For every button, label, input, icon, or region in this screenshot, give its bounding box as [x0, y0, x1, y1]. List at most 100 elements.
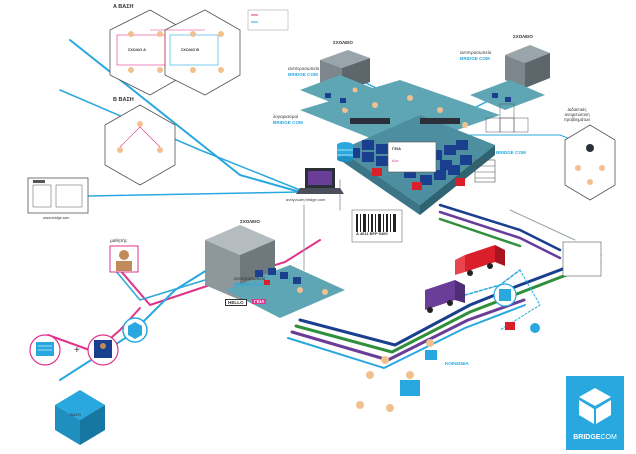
blue-package-circle — [122, 317, 148, 343]
route-band-blue — [287, 304, 526, 369]
person-icon — [218, 67, 224, 73]
crate — [362, 152, 374, 162]
desk — [350, 118, 390, 124]
crate — [376, 156, 388, 166]
building-roof — [505, 45, 550, 63]
route-band-right — [438, 203, 562, 252]
document-right — [562, 241, 602, 277]
database-icon — [337, 142, 353, 162]
red-box — [412, 182, 422, 190]
school-a-box — [116, 34, 166, 66]
route-line-dashed — [499, 269, 541, 331]
label-school-a: ΣΧΟΛΙΟ Α — [128, 48, 146, 52]
body — [425, 350, 437, 360]
label-barcode: A 4611 BFP 5400 — [356, 231, 388, 236]
label-exit-left: ΣΧΟΛΕΙΟ — [240, 219, 260, 224]
label-website-link: ανάγνωση bridge.com — [286, 197, 326, 202]
label-geia: ΓΕΙΑ — [252, 299, 267, 304]
person-icon — [407, 95, 413, 101]
person-icon — [426, 339, 434, 347]
person-icon — [381, 356, 389, 364]
label-exit-top: ΣΧΟΛΕΙΟ — [333, 40, 353, 45]
teacher-avatar — [87, 334, 119, 366]
building-front — [505, 55, 525, 88]
hexagon-b — [104, 104, 176, 186]
school-building-left — [205, 225, 345, 318]
exit-building-right — [470, 45, 550, 110]
label-b-vasi: B ΒΑΣΗ — [113, 97, 134, 103]
red-box — [455, 178, 465, 186]
van-icon — [425, 280, 465, 313]
antiprosopeio-text: αντιπροσωπείο — [234, 276, 266, 281]
route-band-green — [294, 260, 602, 354]
red-box — [264, 280, 270, 285]
person-icon — [356, 401, 364, 409]
route-line-blue-left — [87, 191, 301, 197]
bridgecom-text: BRIDGE COM — [288, 71, 318, 77]
route-band-navy — [298, 253, 602, 347]
person-icon — [117, 147, 123, 153]
person-icon — [128, 31, 134, 37]
person-icon — [372, 102, 378, 108]
logo-com-text: COM — [600, 434, 617, 441]
logariasmos-text: λογαριασμοί — [273, 114, 299, 119]
crate — [492, 93, 498, 98]
person-icon — [128, 67, 134, 73]
bridgecom-text: BRIDGE COM — [460, 55, 490, 61]
crate — [325, 93, 331, 98]
person-icon — [190, 67, 196, 73]
crate — [404, 168, 416, 178]
person-icon — [297, 287, 303, 293]
person-icon — [386, 404, 394, 412]
label-school-b: ΣΧΟΛΙΟ Β — [181, 48, 199, 52]
crate — [460, 155, 472, 165]
label-koinonia: ΚΟΙΝΩΝΙΑ — [445, 362, 469, 367]
legend-box — [247, 9, 289, 31]
building-roof — [320, 50, 370, 68]
antiprosopeio-text: αντιπροσωπείο — [288, 66, 320, 71]
crate — [340, 98, 346, 103]
body — [400, 380, 420, 396]
screen-board — [387, 141, 437, 173]
label-didaktikes: Διδακτικές αντιμετώπιση προβλημάτων — [564, 107, 590, 123]
antiprosopeio-text: αντιπροσωπείο — [460, 50, 492, 55]
website-block — [32, 184, 52, 208]
crate — [505, 97, 511, 102]
label-antiprosopeio-2: αντιπροσωπείο BRIDGE COM — [460, 50, 491, 61]
person-icon — [157, 147, 163, 153]
crate — [255, 270, 263, 277]
person-icon — [322, 289, 328, 295]
person-icon — [157, 31, 163, 37]
didaktikes-text: Διδακτικές — [567, 107, 587, 112]
truck-icon — [455, 245, 505, 276]
crate — [268, 268, 276, 275]
bridgecom-text: BRIDGE COM — [234, 281, 264, 287]
building-front — [205, 240, 240, 300]
warehouse-front — [340, 150, 420, 215]
label-hello: HELLO — [225, 299, 247, 306]
building-side — [525, 53, 550, 88]
provlimaton-text: προβλημάτων — [564, 117, 591, 123]
label-website-small: www.bridge.com — [43, 216, 70, 220]
bridgecom-text: BRIDGE COM — [273, 119, 303, 125]
route-band-right3 — [438, 217, 522, 248]
hex-b-link — [139, 126, 161, 148]
person-icon — [157, 67, 163, 73]
crate — [376, 144, 388, 154]
crate — [456, 140, 468, 150]
crate — [348, 148, 360, 158]
stairs — [474, 159, 496, 183]
logo-bridge-text: BRIDGE — [573, 434, 601, 441]
label-logariasmos: λογαριασμοί BRIDGE COM — [273, 114, 303, 125]
globe-icon — [530, 323, 540, 333]
person-icon — [137, 121, 143, 127]
building-floor — [225, 265, 345, 318]
label-exit-right: ΣΧΟΛΕΙΟ — [513, 34, 533, 39]
student-avatar — [109, 245, 139, 273]
bridgecom-logo: BRIDGECOM — [566, 376, 624, 450]
person-icon — [218, 31, 224, 37]
logo-text: BRIDGECOM — [566, 434, 624, 441]
route-line-blue-low2 — [114, 269, 206, 301]
label-antiprosopeio-3: αντιπροσωπείο BRIDGE COM — [234, 276, 265, 287]
